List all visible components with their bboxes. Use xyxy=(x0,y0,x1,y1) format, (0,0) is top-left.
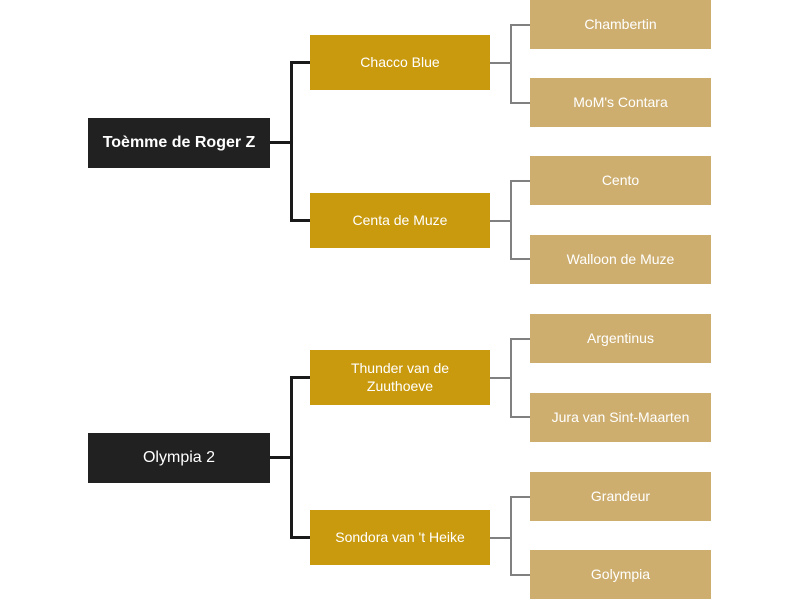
node-gen2-cento[interactable]: Cento xyxy=(530,156,711,205)
connector-root-1-stem xyxy=(270,141,292,144)
connector-root-1-spine xyxy=(290,62,293,221)
connector-centa-de-muze-to-sire xyxy=(510,180,532,182)
connector-root-2-to-sire xyxy=(290,376,312,379)
node-gen2-argentinus[interactable]: Argentinus xyxy=(530,314,711,363)
connector-sondora-spine xyxy=(510,496,512,576)
node-root-toemme-de-roger-z[interactable]: Toèmme de Roger Z xyxy=(88,118,270,168)
node-gen1-centa-de-muze[interactable]: Centa de Muze xyxy=(310,193,490,248)
connector-root-1-to-sire xyxy=(290,61,312,64)
connector-centa-de-muze-spine xyxy=(510,180,512,260)
connector-root-2-to-dam xyxy=(290,536,312,539)
connector-root-2-spine xyxy=(290,377,293,538)
node-gen2-moms-contara[interactable]: MoM's Contara xyxy=(530,78,711,127)
node-gen2-grandeur[interactable]: Grandeur xyxy=(530,472,711,521)
connector-sondora-to-dam xyxy=(510,574,532,576)
node-gen2-golympia[interactable]: Golympia xyxy=(530,550,711,599)
connector-sondora-stem xyxy=(490,537,512,539)
connector-chacco-blue-to-sire xyxy=(510,24,532,26)
connector-centa-de-muze-stem xyxy=(490,220,512,222)
connector-sondora-to-sire xyxy=(510,496,532,498)
connector-thunder-stem xyxy=(490,377,512,379)
connector-root-2-stem xyxy=(270,456,292,459)
node-gen2-walloon-de-muze[interactable]: Walloon de Muze xyxy=(530,235,711,284)
node-gen2-chambertin[interactable]: Chambertin xyxy=(530,0,711,49)
connector-chacco-blue-spine xyxy=(510,25,512,104)
node-gen1-sondora-van-t-heike[interactable]: Sondora van 't Heike xyxy=(310,510,490,565)
node-gen1-thunder-van-de-zuuthoeve[interactable]: Thunder van de Zuuthoeve xyxy=(310,350,490,405)
connector-thunder-spine xyxy=(510,338,512,418)
connector-thunder-to-sire xyxy=(510,338,532,340)
connector-thunder-to-dam xyxy=(510,416,532,418)
connector-root-1-to-dam xyxy=(290,219,312,222)
node-root-olympia-2[interactable]: Olympia 2 xyxy=(88,433,270,483)
node-gen1-chacco-blue[interactable]: Chacco Blue xyxy=(310,35,490,90)
connector-centa-de-muze-to-dam xyxy=(510,258,532,260)
connector-chacco-blue-to-dam xyxy=(510,102,532,104)
node-gen2-jura-van-sint-maarten[interactable]: Jura van Sint-Maarten xyxy=(530,393,711,442)
connector-chacco-blue-stem xyxy=(490,62,512,64)
